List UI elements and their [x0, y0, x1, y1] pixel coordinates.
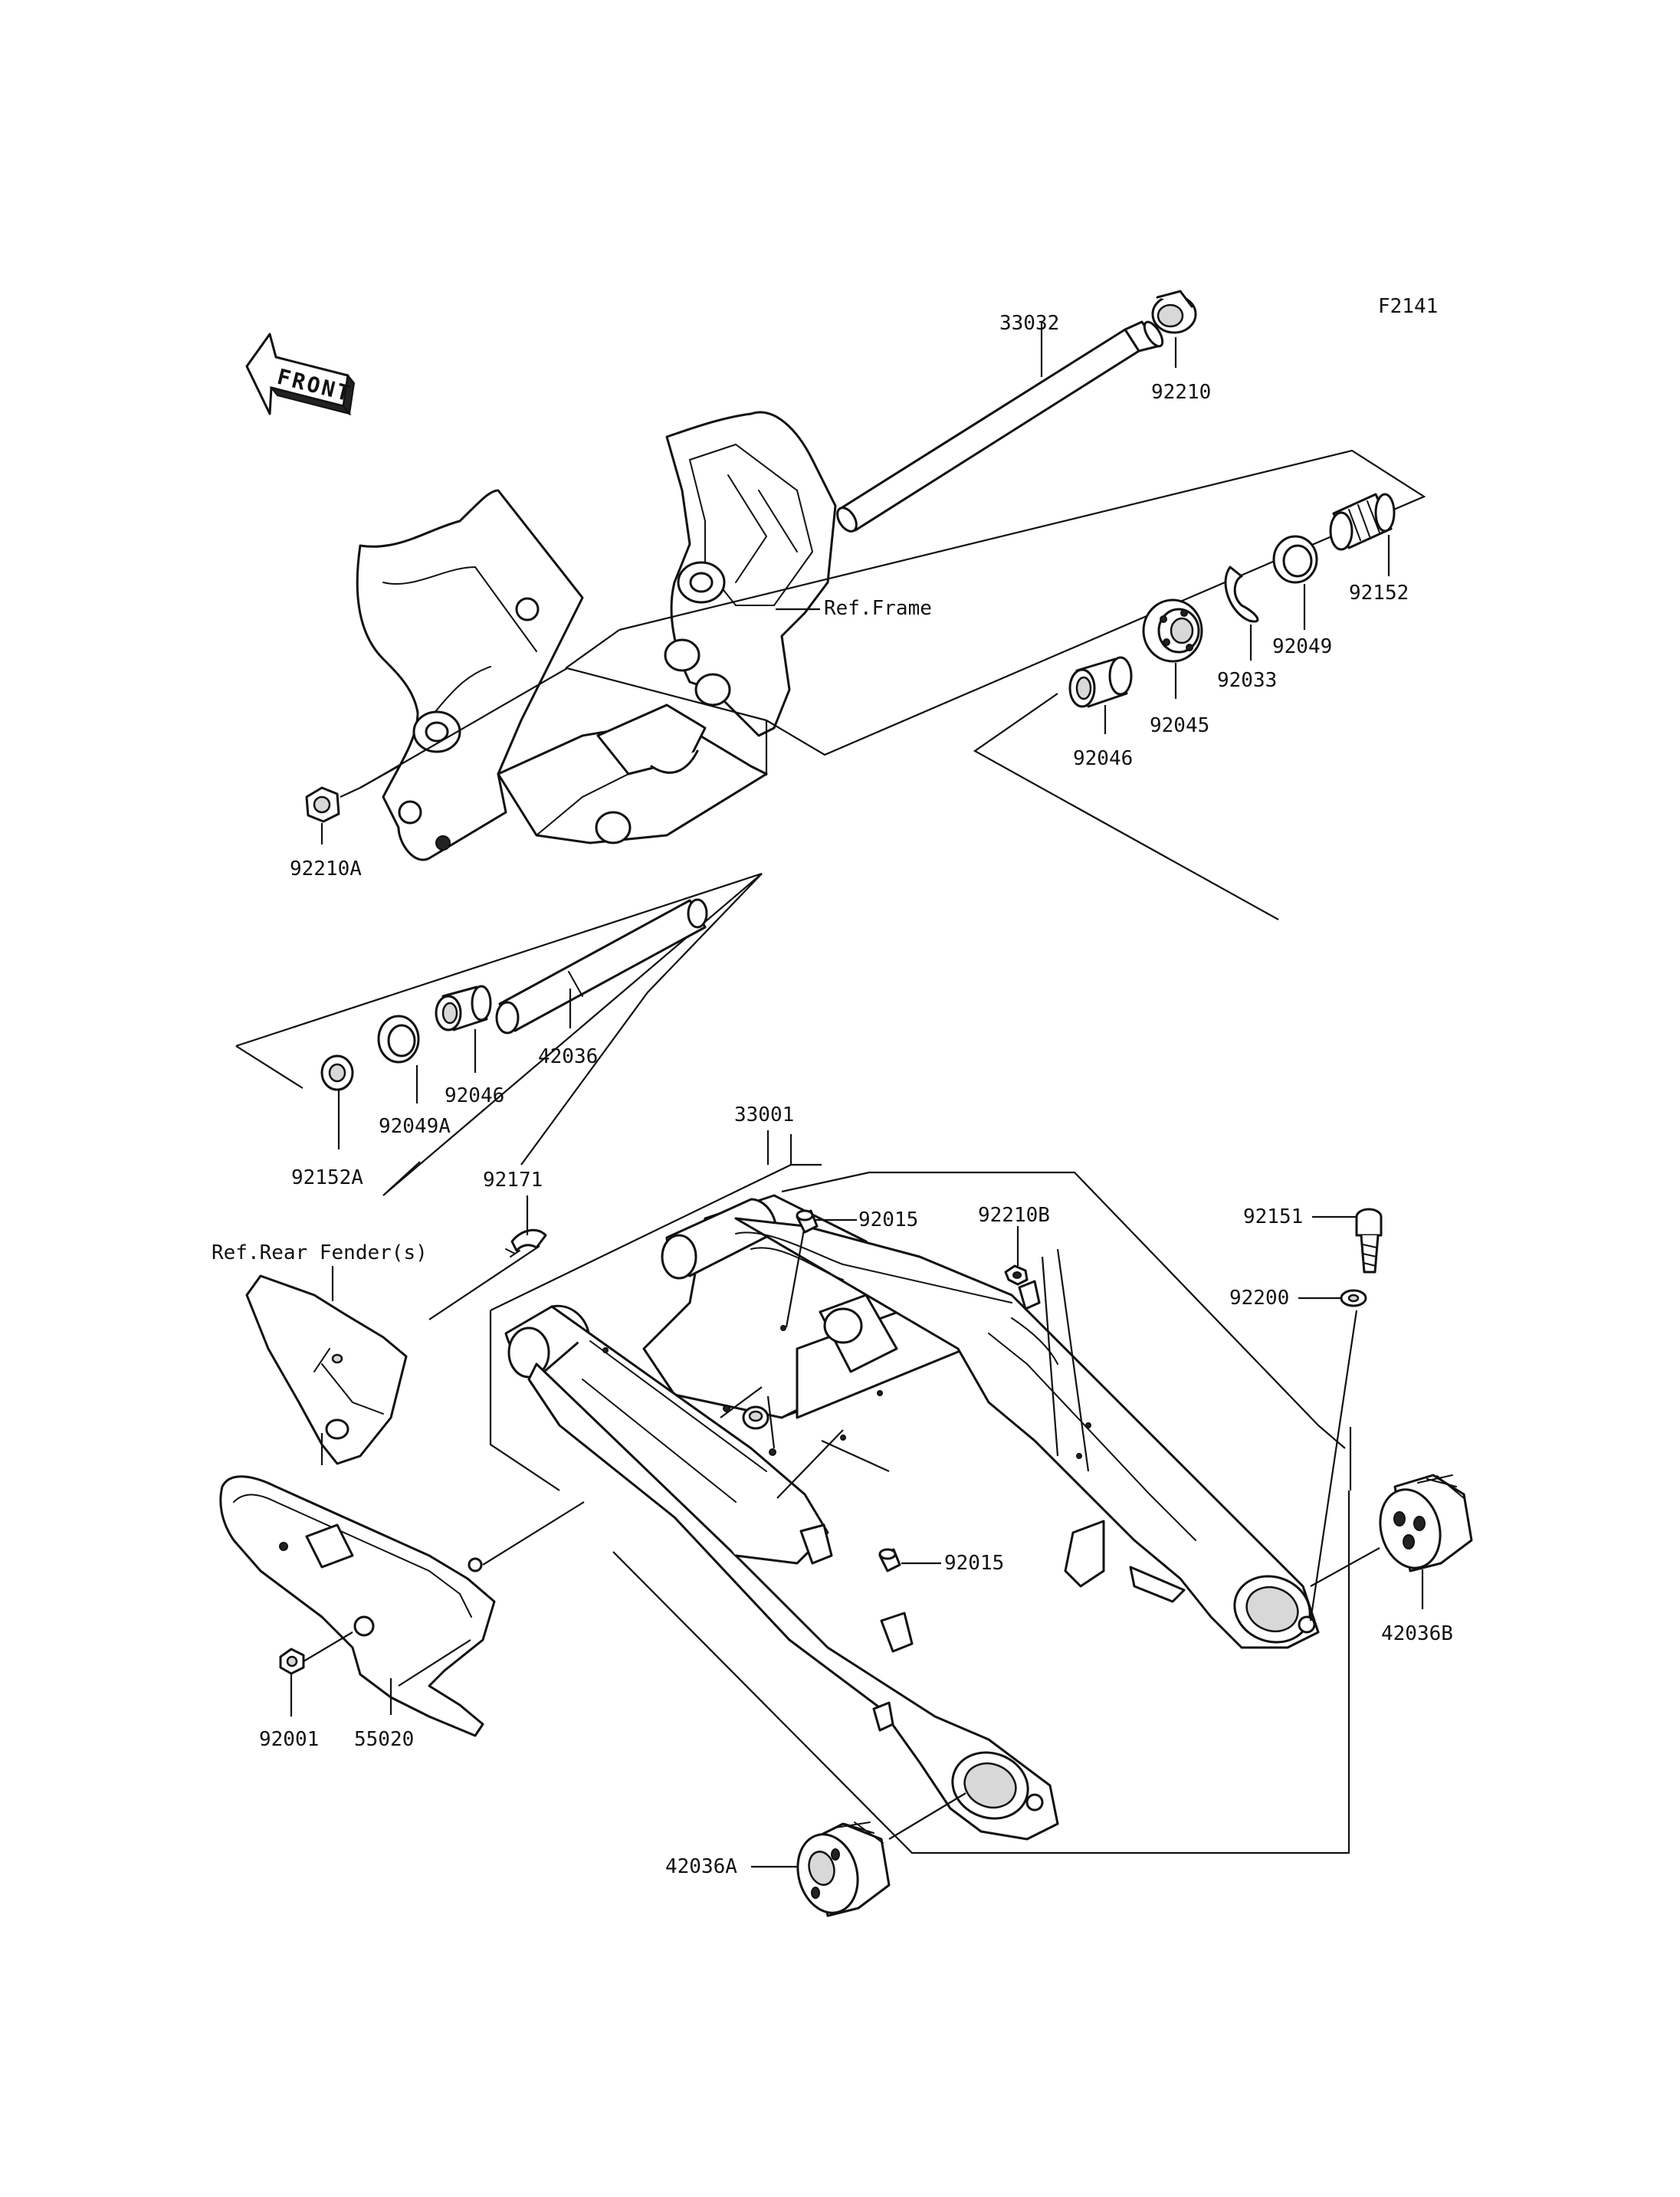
part-33032-label: 33032 — [999, 312, 1059, 335]
part-92045-label: 92045 — [1150, 714, 1209, 737]
part-42036A-label: 42036A — [665, 1855, 737, 1878]
nut-92210B-icon — [1004, 1264, 1029, 1286]
washer-92200-icon — [1340, 1289, 1367, 1307]
swingarm-33001 — [504, 1194, 1320, 1841]
collar-42036-icon — [495, 898, 708, 1035]
frame-left-plate — [356, 489, 768, 861]
clip-92171-icon — [505, 1228, 547, 1258]
part-92033-label: 92033 — [1217, 669, 1277, 692]
part-92152-label: 92152 — [1349, 582, 1409, 605]
part-92151-label: 92151 — [1243, 1205, 1303, 1228]
part-92015-upper-label: 92015 — [858, 1208, 918, 1231]
part-55020-label: 55020 — [354, 1728, 414, 1751]
circlip-92033-icon — [1224, 566, 1259, 623]
part-92001-label: 92001 — [259, 1728, 319, 1751]
nut-92210-icon — [1151, 290, 1197, 334]
part-92210A-label: 92210A — [290, 857, 362, 880]
grease-nipple-92015-upper-icon — [796, 1209, 819, 1234]
rear-fender-bracket — [245, 1274, 408, 1465]
part-92210-label: 92210 — [1151, 381, 1211, 404]
bolt-92151-icon — [1355, 1208, 1383, 1274]
collar-42036B-icon — [1379, 1474, 1473, 1572]
collar-42036A-icon — [796, 1822, 891, 1917]
needle-bearing-upper-icon — [1068, 656, 1133, 708]
grease-nipple-92015-lower-icon — [878, 1548, 901, 1572]
figure-code: F2141 — [1378, 295, 1438, 318]
part-42036B-label: 42036B — [1381, 1622, 1453, 1645]
frame-center-plate — [596, 411, 837, 776]
part-92046-lower-label: 92046 — [445, 1084, 504, 1107]
ref-frame-label: Ref.Frame — [824, 597, 932, 620]
collar-92152A-icon — [320, 1054, 354, 1091]
chain-guard-55020 — [219, 1475, 496, 1737]
nut-92210A-icon — [305, 786, 340, 823]
part-92152A-label: 92152A — [291, 1166, 363, 1189]
pivot-shaft — [836, 320, 1164, 533]
bolt-92001-icon — [279, 1648, 305, 1675]
grommet-icon — [742, 1405, 769, 1430]
part-42036-label: 42036 — [538, 1045, 598, 1068]
part-92171-label: 92171 — [483, 1169, 543, 1192]
front-arrow-icon: FRONT — [245, 333, 356, 416]
part-92049-label: 92049 — [1272, 635, 1332, 658]
seal-92049-icon — [1272, 535, 1318, 584]
needle-bearing-lower-icon — [435, 985, 492, 1031]
boot-92152-icon — [1329, 493, 1396, 551]
part-92015-lower-label: 92015 — [944, 1552, 1004, 1575]
part-33001-label: 33001 — [734, 1103, 794, 1126]
part-92046-upper-label: 92046 — [1073, 747, 1133, 770]
seal-92049A-icon — [377, 1015, 420, 1064]
part-92200-label: 92200 — [1229, 1287, 1289, 1310]
bearing-92045-icon — [1142, 598, 1203, 663]
part-92210B-label: 92210B — [978, 1204, 1050, 1227]
ref-rear-fender-label: Ref.Rear Fender(s) — [212, 1241, 428, 1264]
part-92049A-label: 92049A — [379, 1115, 451, 1138]
